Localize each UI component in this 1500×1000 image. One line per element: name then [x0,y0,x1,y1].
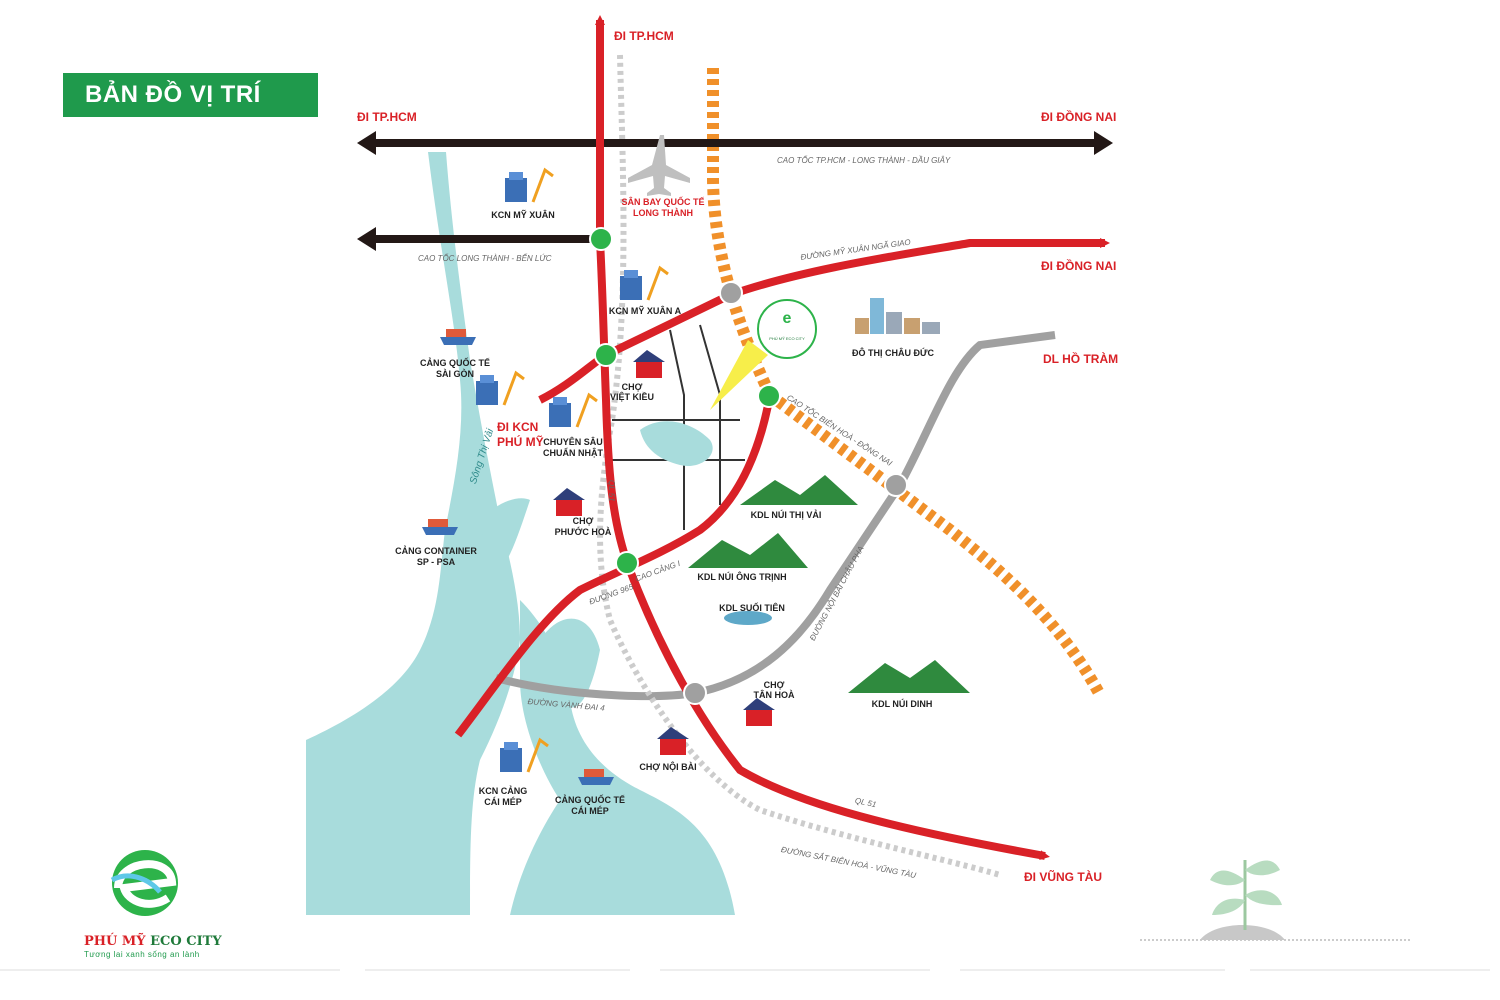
kdl-ong-trinh-label: KDL NÚI ÔNG TRỊNH [697,572,787,582]
kcn-my-xuan-a-label: KCN MỸ XUÂN A [608,306,682,316]
mountain-icon [688,475,970,693]
chuyen-sau-l1: CHUYÊN SÂU [543,437,603,447]
lake [640,421,713,466]
kcn-my-xuan-label: KCN MỸ XUÂN [491,210,555,220]
factory-icon [476,167,669,773]
cho-tan-hoa-l1: CHỢ [763,680,785,690]
black-expressways [357,131,1113,251]
cho-viet-kieu-l2: VIỆT KIỀU [609,392,654,402]
project-pointer [710,340,768,410]
lake-icon [724,611,772,625]
cang-cai-mep-l1: CẢNG QUỐC TẾ [554,795,625,805]
chuyen-sau-l2: CHUẨN NHẬT [543,448,603,458]
cang-cai-mep-l2: CÁI MÉP [571,806,609,816]
dashed-railway [597,54,1001,878]
kcn-cai-mep-l2: CÁI MÉP [484,797,522,807]
project-badge-label: PHÚ MỸ ECO CITY [769,336,805,341]
map-title: BẢN ĐỒ VỊ TRÍ [63,73,318,117]
kdl-thi-vai-label: KDL NÚI THỊ VẢI [750,510,822,520]
road-hcm-long-thanh: CAO TỐC TP.HCM - LONG THÀNH - DẦU GIÂY [777,156,951,165]
market-icon [553,350,775,755]
airplane-icon [628,135,690,196]
dir-north-hcm: ĐI TP.HCM [614,29,674,43]
dir-kcn-phu-my-l2: PHÚ MỸ [497,435,544,449]
dir-west-hcm: ĐI TP.HCM [357,110,417,124]
footer-lines [0,939,1490,971]
junction-nodes [589,227,908,705]
cho-viet-kieu-l1: CHỢ [621,382,643,392]
logo-name-part1: PHÚ MỸ [84,934,151,949]
airport-label-l1: SÂN BAY QUỐC TẾ [621,197,705,207]
dir-east-dong-nai-mid: ĐI ĐỒNG NAI [1041,259,1117,273]
road-long-thanh-ben-luc: CAO TỐC LONG THÀNH - BẾN LỨC [418,254,552,263]
planned-expressway [707,68,1106,698]
cang-container-l2: SP - PSA [416,557,456,567]
airport-label-l2: LONG THÀNH [633,208,693,218]
dir-east-dong-nai-top: ĐI ĐỒNG NAI [1041,110,1117,124]
project-badge: e PHÚ MỸ ECO CITY [757,299,817,359]
dir-ho-tram: DL HỒ TRÀM [1043,352,1119,366]
logo-name: PHÚ MỸ ECO CITY [84,934,222,949]
cho-phuoc-hoa-l2: PHƯỚC HOÀ [554,527,612,537]
road-ql51-vertical: QL 51 [607,480,616,502]
city-icon [855,298,940,334]
cho-phuoc-hoa-l1: CHỢ [572,516,594,526]
logo-icon [110,850,178,916]
dir-kcn-phu-my-l1: ĐI KCN [497,420,539,434]
do-thi-chau-duc-label: ĐÔ THỊ CHÂU ĐỨC [852,348,934,358]
kdl-suoi-tien-label: KDL SUỐI TIÊN [719,603,785,613]
svg-text:e: e [783,310,792,327]
cang-container-l1: CẢNG CONTAINER [395,546,477,556]
kcn-cai-mep-l1: KCN CẢNG [478,786,528,796]
cho-tan-hoa-l2: TÂN HOÀ [753,690,795,700]
ring-roads [494,331,1056,701]
cho-noi-bai-label: CHỢ NỘI BÀI [639,762,697,772]
cang-sai-gon-l2: SÀI GÒN [435,369,474,379]
kdl-nui-dinh-label: KDL NÚI DINH [871,699,933,709]
ship-icon [422,329,614,785]
sprout-icon [1200,860,1285,940]
dir-vung-tau: ĐI VŨNG TÀU [1024,870,1102,884]
cang-sai-gon-l1: CẢNG QUỐC TẾ [419,358,490,368]
logo-name-part2: ECO CITY [150,934,222,949]
logo-slogan: Tương lai xanh sống an lành [84,950,200,959]
